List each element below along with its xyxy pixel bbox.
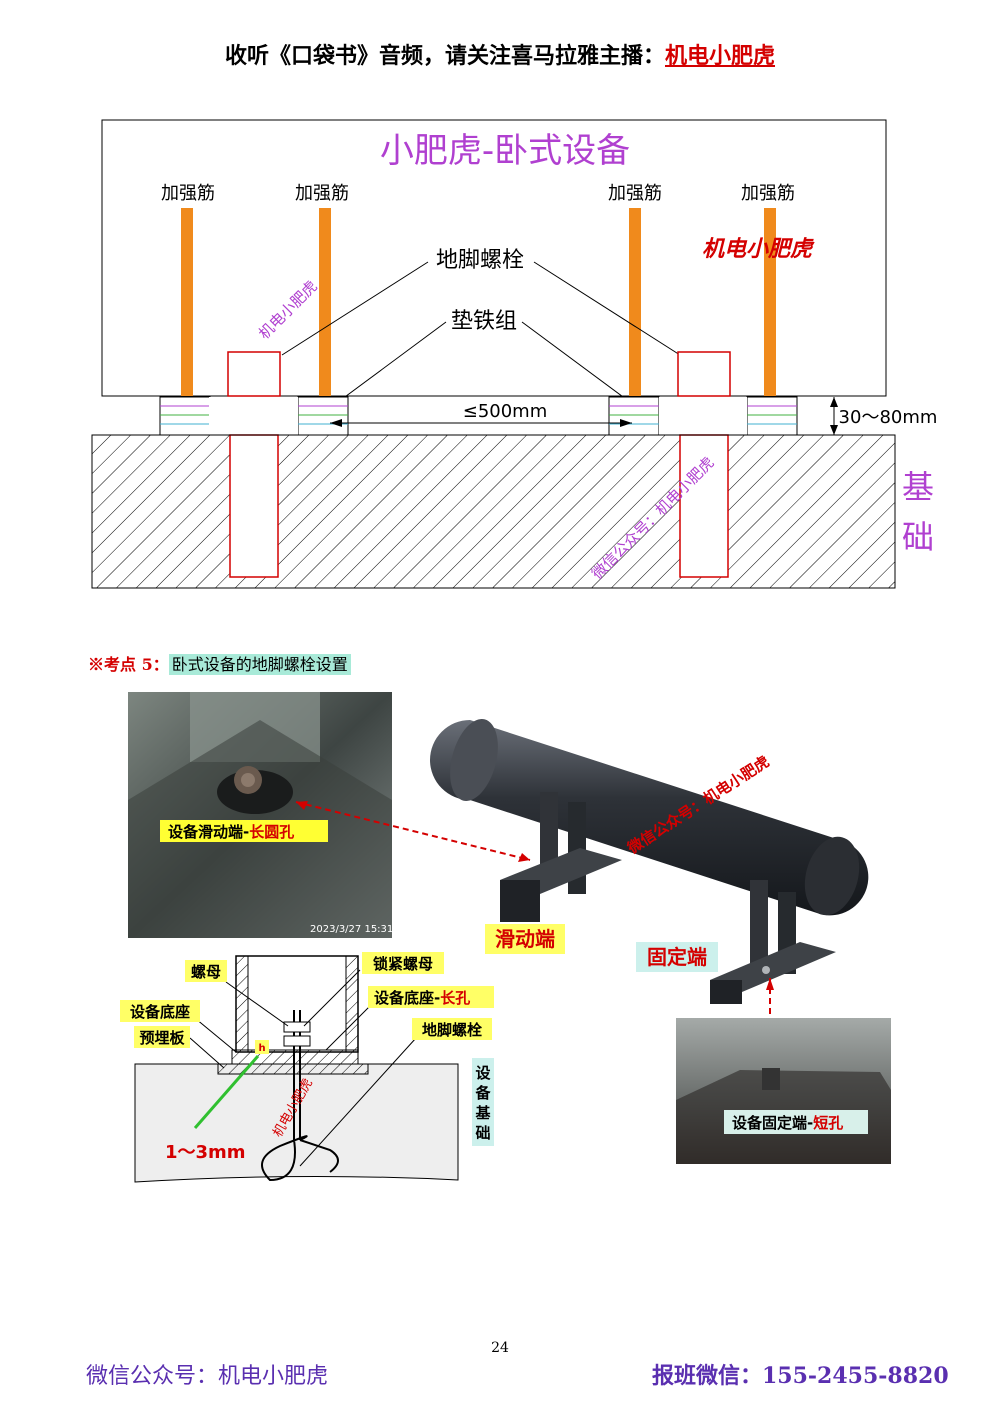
sliding-end-photo: 设备滑动端-长圆孔 2023/3/27 15:31 xyxy=(128,692,393,938)
rib-label-2: 加强筋 xyxy=(295,183,349,204)
rib-1 xyxy=(181,208,193,396)
dashed-arrow xyxy=(295,801,531,861)
nut-label: 螺母 xyxy=(191,963,221,981)
arrow-up-icon xyxy=(830,397,838,407)
rib-label-4: 加强筋 xyxy=(741,183,795,204)
leader-line xyxy=(521,321,639,409)
arrow-right-icon xyxy=(620,419,632,427)
anchor-bolt-detail: h 1～3mm 机电小肥虎 xyxy=(134,955,459,1183)
anchor-bolt-figures: 设备滑动端-长圆孔 2023/3/27 15:31 微信公众号：机电小肥虎 滑动… xyxy=(120,692,891,1183)
base-slot-label: 设备底座-长孔 xyxy=(374,989,470,1007)
leader-line xyxy=(189,1037,225,1069)
shim-group-4 xyxy=(746,396,798,436)
label-bg xyxy=(134,1026,190,1048)
anchor-bolt-label: 地脚螺栓 xyxy=(436,248,524,273)
page-number: 24 xyxy=(491,1340,509,1356)
leader-line xyxy=(533,261,681,356)
label-bg xyxy=(412,1018,492,1040)
leader-line xyxy=(303,969,361,1027)
horizontal-equipment-diagram: 小肥虎-卧式设备 加强筋 加强筋 加强筋 加强筋 机电小肥虎 地脚螺栓 垫铁组 … xyxy=(91,119,938,589)
sliding-end-badge xyxy=(485,924,565,954)
bolt-gap-left xyxy=(209,397,298,435)
gap-label: 1～3mm xyxy=(165,1142,246,1163)
shim-label: 垫铁组 xyxy=(451,309,517,334)
fixed-photo-label: 设备固定端-短孔 xyxy=(732,1114,843,1132)
anchor-bolt-hole-left xyxy=(229,434,279,578)
leader-line xyxy=(281,261,429,356)
label-bg xyxy=(362,952,444,974)
anchor-bolt-label: 地脚螺栓 xyxy=(422,1021,482,1039)
section-title: 卧式设备的地脚螺栓设置 xyxy=(168,654,351,675)
lock-nut-label: 锁紧螺母 xyxy=(373,955,433,973)
rib-4 xyxy=(764,208,776,396)
label-bg xyxy=(368,986,494,1008)
foundation-label-2: 础 xyxy=(902,518,934,556)
shim-group-3 xyxy=(608,396,660,436)
foundation xyxy=(91,434,896,589)
arrow-icon xyxy=(518,853,530,862)
arrow-icon xyxy=(766,978,774,990)
gap-label: 30～80mm xyxy=(839,407,938,428)
rib-3 xyxy=(629,208,641,396)
anchor-bolt-head-right xyxy=(677,351,731,397)
base-label: 设备底座 xyxy=(130,1003,190,1021)
footer-wechat: 微信公众号：机电小肥虎 xyxy=(86,1364,329,1389)
fixed-end-badge xyxy=(636,942,718,972)
fixed-end-label: 固定端 xyxy=(647,945,707,969)
leader-line xyxy=(225,981,289,1027)
label-bg xyxy=(120,1000,200,1022)
section-marker: ※考点 5： xyxy=(88,655,169,674)
anchor-bolt-head-left xyxy=(227,351,281,397)
photo-timestamp: 2023/3/27 15:31 xyxy=(310,924,393,935)
sliding-photo-label: 设备滑动端-长圆孔 xyxy=(168,823,294,841)
spacing-label: ≤500mm xyxy=(463,401,548,422)
leader-line xyxy=(325,1005,371,1051)
h-label: h xyxy=(258,1043,265,1054)
shim-group-2 xyxy=(297,396,349,436)
bolt-gap-right xyxy=(659,397,747,435)
arrow-icon xyxy=(296,801,308,810)
header-prefix: 收听《口袋书》音频，请关注喜马拉雅主播： xyxy=(224,43,665,69)
label-bg xyxy=(472,1058,494,1146)
equipment-body xyxy=(101,119,887,397)
arrow-left-icon xyxy=(330,419,342,427)
header-brand: 机电小肥虎 xyxy=(665,43,776,69)
rib-label-1: 加强筋 xyxy=(161,183,215,204)
label-bg xyxy=(185,960,227,982)
rib-label-3: 加强筋 xyxy=(608,183,662,204)
shim-group-1 xyxy=(159,396,211,436)
page-header: 收听《口袋书》音频，请关注喜马拉雅主播：机电小肥虎 xyxy=(0,38,1000,70)
diagram-title: 小肥虎-卧式设备 xyxy=(380,131,630,171)
fixed-end-photo: 设备固定端-短孔 xyxy=(676,1018,891,1164)
leader-line xyxy=(329,321,447,409)
foundation-label-1: 基 xyxy=(902,468,934,506)
section-heading: ※考点 5：卧式设备的地脚螺栓设置 xyxy=(88,651,351,675)
embed-plate-label: 预埋板 xyxy=(139,1029,185,1047)
footer-contact: 报班微信：155-2455-8820 xyxy=(652,1363,949,1389)
anchor-bolt-hole-right xyxy=(679,434,729,578)
leader-line xyxy=(299,1037,417,1167)
foundation-label: 设备基础 xyxy=(474,1064,491,1142)
sliding-end-label: 滑动端 xyxy=(495,927,555,951)
arrow-down-icon xyxy=(830,425,838,435)
rib-2 xyxy=(319,208,331,396)
gap-leader-line xyxy=(193,1055,260,1129)
brand-watermark-red: 机电小肥虎 xyxy=(702,237,815,262)
